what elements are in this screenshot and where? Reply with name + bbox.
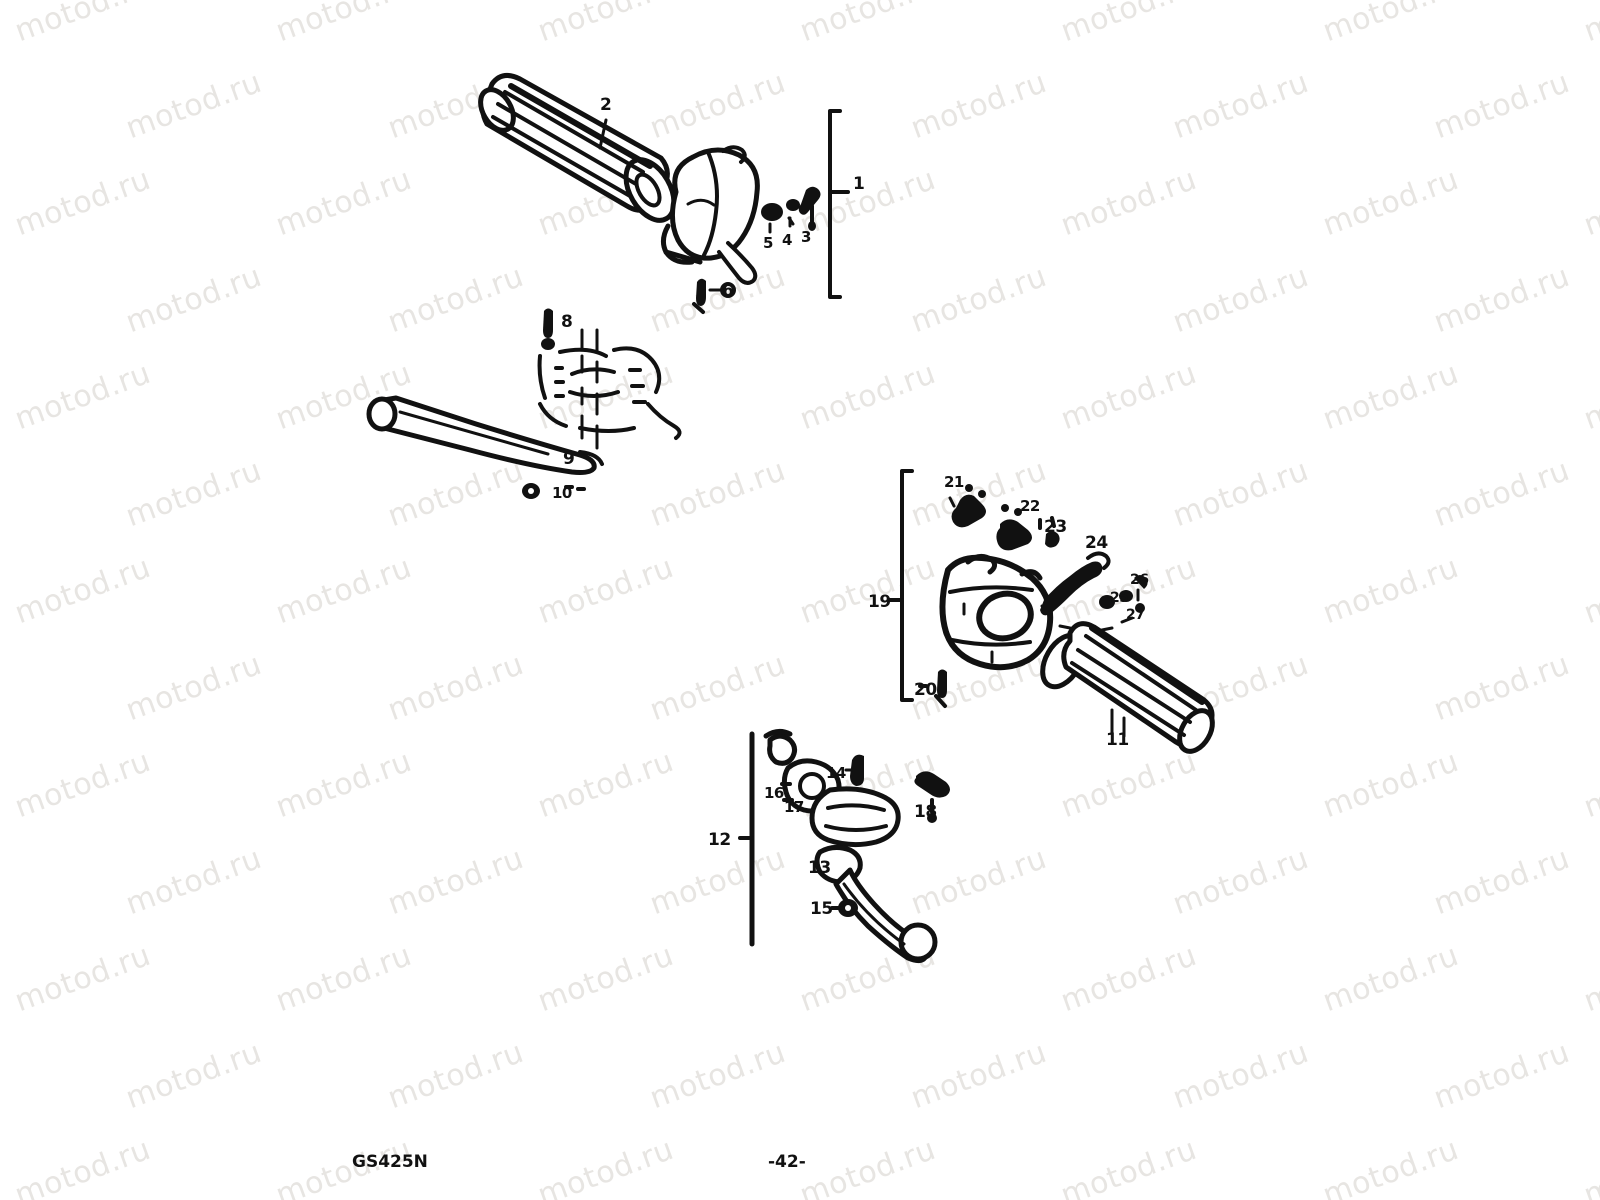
assembly-12-bracket <box>738 731 755 947</box>
clutch-lever-part <box>366 395 604 475</box>
callout-21: 21 <box>944 473 964 491</box>
callout-6: 6 <box>722 281 734 301</box>
callout-12: 12 <box>708 830 731 850</box>
model-code: GS425N <box>352 1152 428 1172</box>
clutch-lever-holder-part <box>537 308 682 450</box>
callout-1: 1 <box>853 174 865 194</box>
callout-27: 27 <box>1126 607 1145 623</box>
callout-2: 2 <box>600 95 612 115</box>
callout-16: 16 <box>764 784 784 802</box>
callout-23: 23 <box>1044 517 1067 537</box>
assembly-1-bracket <box>828 109 850 299</box>
switch-lever-and-fasteners <box>1040 551 1148 634</box>
callout-18: 18 <box>914 802 937 822</box>
switch-screw-20 <box>918 669 947 708</box>
callout-25: 25 <box>1110 590 1129 606</box>
callout-8: 8 <box>561 312 573 332</box>
throttle-case-screw-6 <box>692 278 736 314</box>
callout-17: 17 <box>784 798 804 816</box>
callout-20: 20 <box>914 680 937 700</box>
callout-14: 14 <box>826 764 846 782</box>
assembly-19-bracket <box>888 469 914 702</box>
callout-15: 15 <box>810 899 833 919</box>
left-switch-housing-part <box>939 554 1054 671</box>
callout-11: 11 <box>1106 730 1129 750</box>
callout-10: 10 <box>552 484 572 502</box>
brake-lever-part <box>814 844 938 964</box>
throttle-case-fasteners <box>761 186 821 234</box>
callout-9: 9 <box>563 449 575 469</box>
callout-5: 5 <box>763 234 773 252</box>
brake-lever-holder-part <box>763 728 950 848</box>
callout-26: 26 <box>1130 572 1149 588</box>
callout-3: 3 <box>801 228 811 246</box>
page-number: -42- <box>768 1152 806 1172</box>
clutch-washer-10 <box>522 483 586 499</box>
callout-22: 22 <box>1020 497 1040 515</box>
right-handle-grip-part <box>478 72 677 223</box>
callout-13: 13 <box>808 858 831 878</box>
throttle-case-part <box>660 145 760 285</box>
callout-19: 19 <box>868 592 891 612</box>
callout-4: 4 <box>782 231 792 249</box>
callout-24: 24 <box>1085 533 1108 553</box>
left-handle-grip-part <box>1040 621 1215 754</box>
switch-upper-small-parts <box>948 484 1060 551</box>
